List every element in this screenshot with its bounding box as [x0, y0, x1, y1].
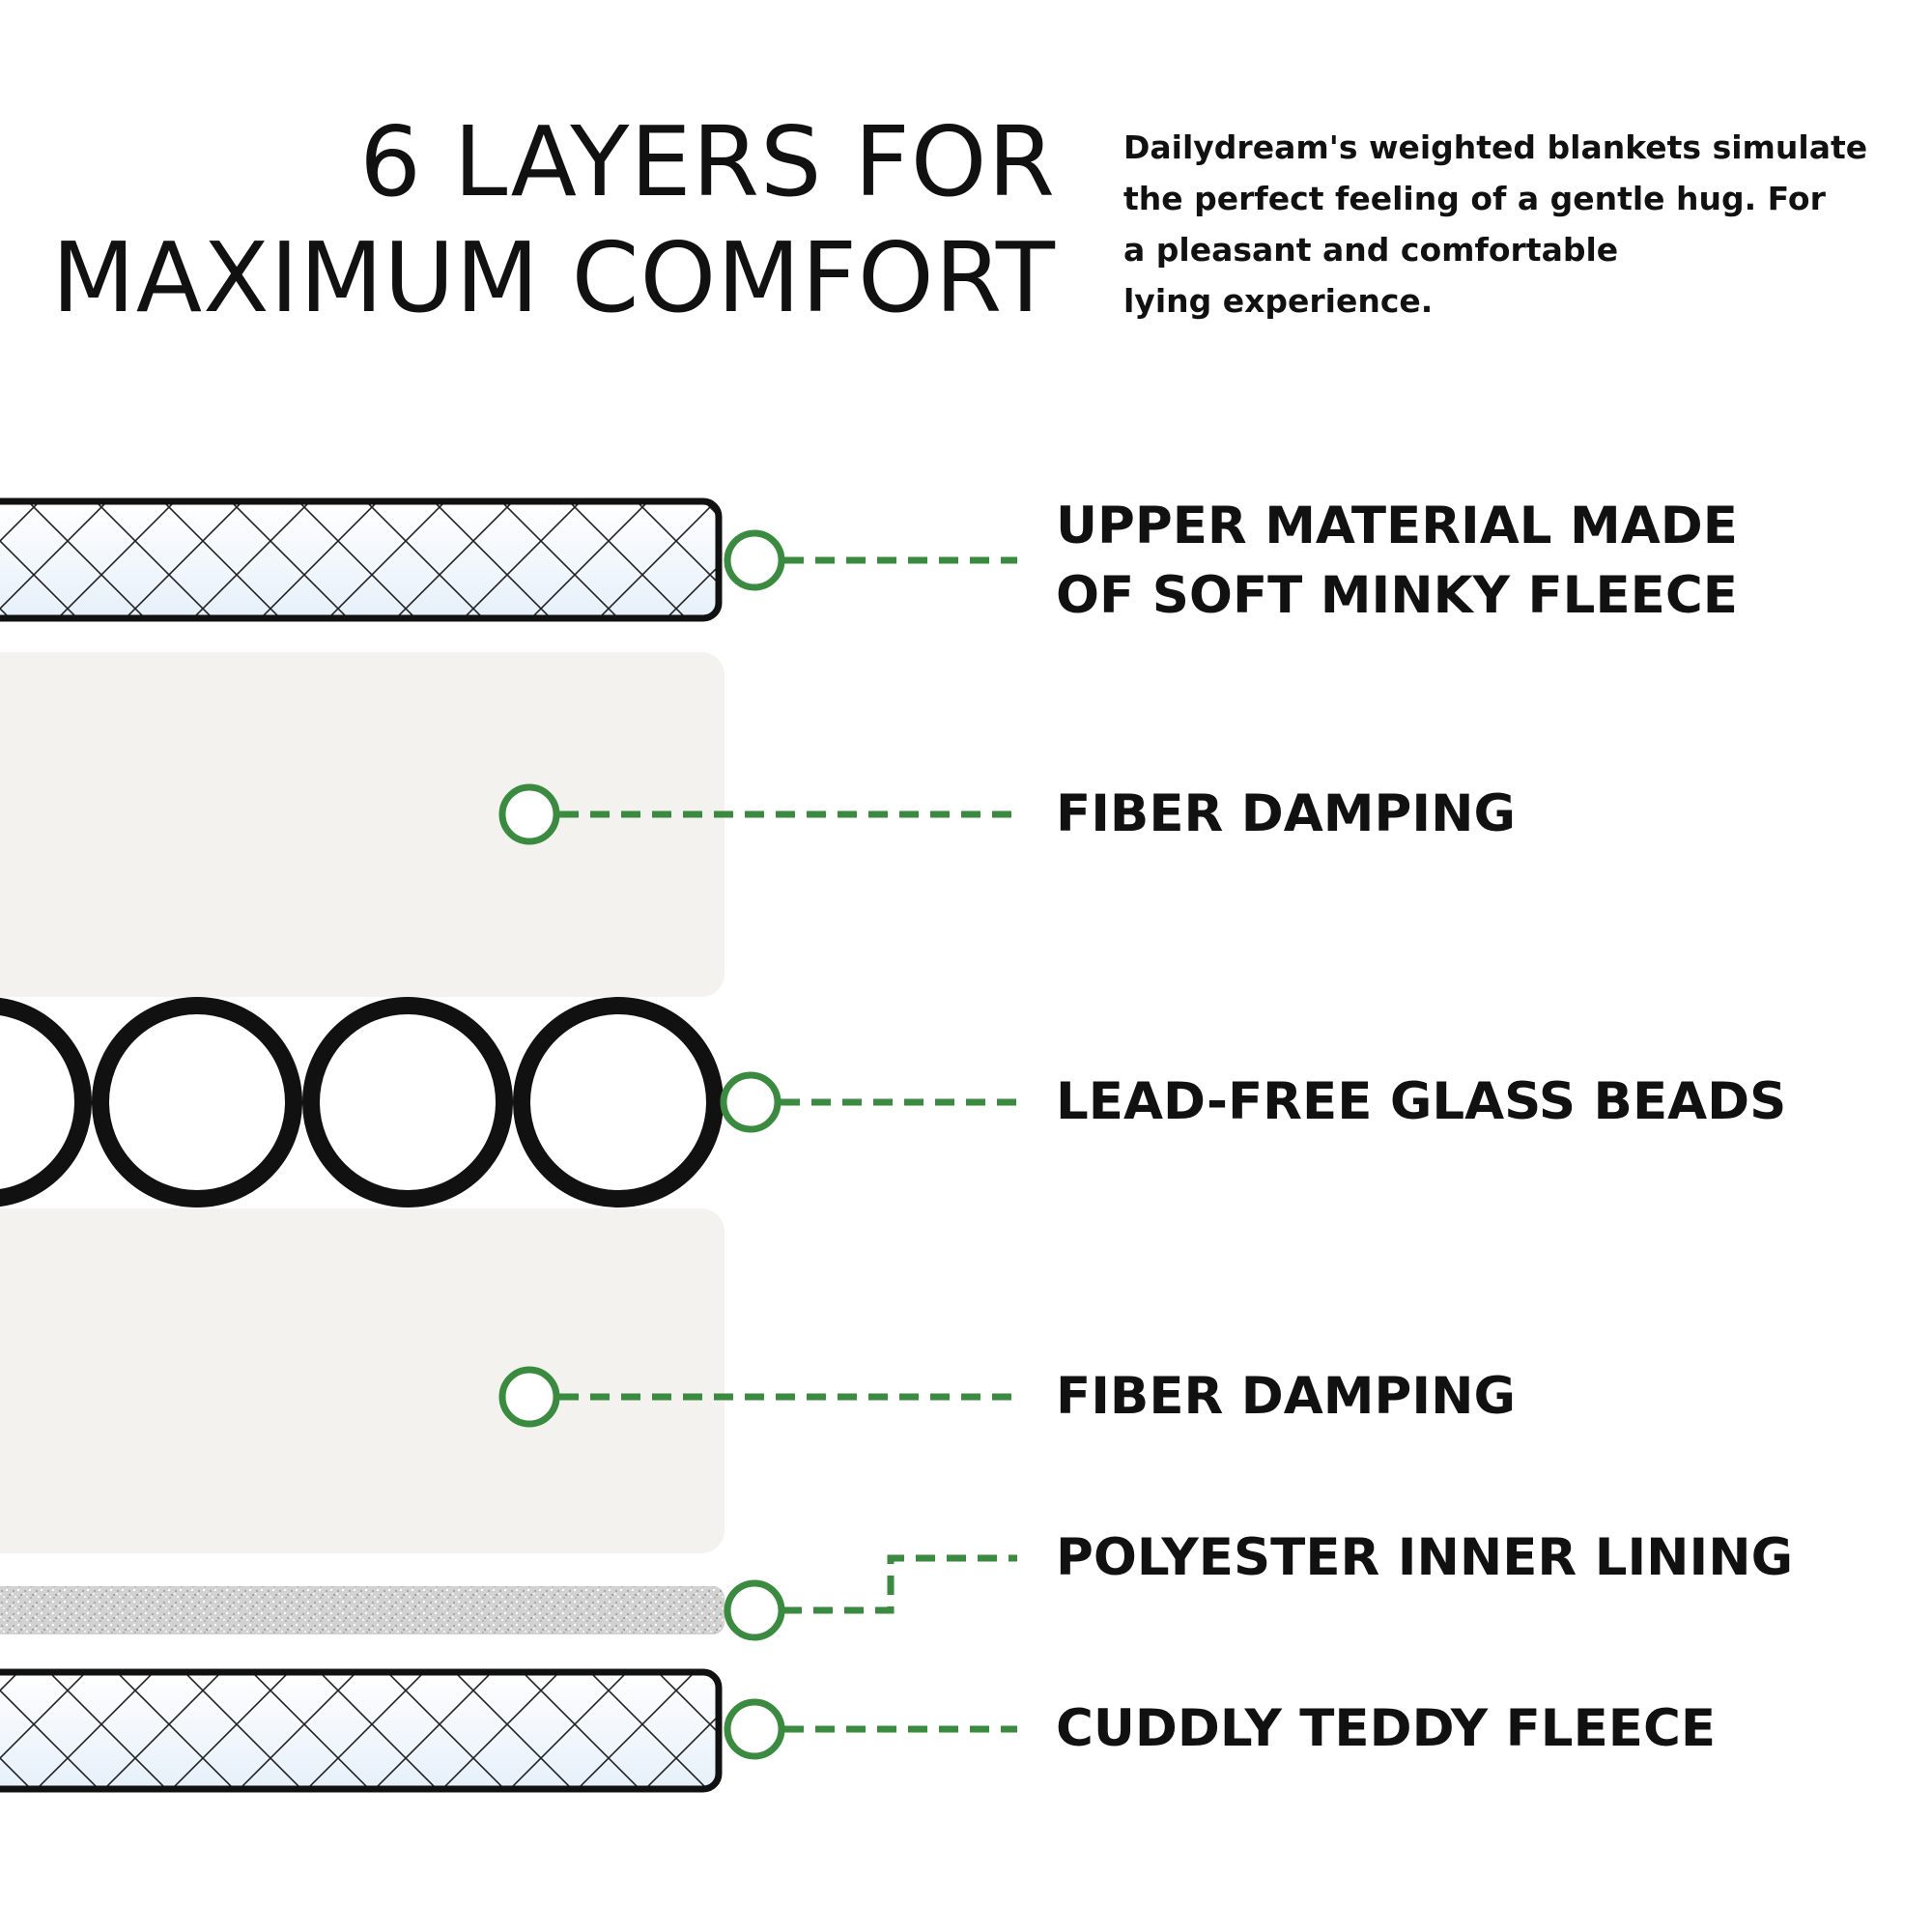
page-title: 6 LAYERS FOR MAXIMUM COMFORT — [51, 104, 1056, 336]
marker-circle-5 — [724, 1579, 785, 1641]
label-upper-material-line-1: UPPER MATERIAL MADE — [1056, 497, 1738, 555]
title-line-2: MAXIMUM COMFORT — [51, 221, 1056, 334]
glass-bead — [92, 997, 302, 1208]
label-upper-material-line-2: OF SOFT MINKY FLEECE — [1056, 566, 1738, 625]
layer-glass-beads — [0, 997, 724, 1208]
layer-teddy-fleece — [0, 1668, 723, 1793]
glass-bead — [513, 997, 724, 1208]
title-line-1: 6 LAYERS FOR — [359, 105, 1056, 218]
marker-circle-6 — [724, 1698, 785, 1760]
marker-circle-3 — [720, 1071, 781, 1133]
description-line-2: the perfect feeling of a gentle hug. For — [1123, 180, 1826, 217]
description-line-1: Dailydream's weighted blankets simulate — [1123, 128, 1868, 166]
label-fiber-damping-lower: FIBER DAMPING — [1056, 1367, 1516, 1426]
layer-fiber-damping-upper — [0, 652, 724, 997]
layer-fiber-damping-lower — [0, 1208, 724, 1553]
glass-bead — [302, 997, 513, 1208]
glass-bead — [0, 997, 92, 1208]
layer-upper-minky-fleece — [0, 497, 723, 622]
description: Dailydream's weighted blankets simulate … — [1123, 122, 1896, 327]
label-glass-beads: LEAD-FREE GLASS BEADS — [1056, 1072, 1787, 1131]
leader-line-5 — [782, 1554, 1017, 1614]
description-line-4: lying experience. — [1123, 282, 1434, 320]
marker-circle-4 — [498, 1366, 560, 1428]
description-line-3: a pleasant and comfortable — [1123, 231, 1619, 269]
label-upper-material: UPPER MATERIAL MADE OF SOFT MINKY FLEECE — [1056, 492, 1738, 631]
label-polyester-lining: POLYESTER INNER LINING — [1056, 1528, 1794, 1587]
label-teddy-fleece: CUDDLY TEDDY FLEECE — [1056, 1699, 1717, 1758]
layer-polyester-lining — [0, 1586, 724, 1634]
marker-circle-1 — [724, 529, 785, 591]
marker-circle-2 — [498, 783, 560, 845]
label-fiber-damping-upper: FIBER DAMPING — [1056, 784, 1516, 843]
